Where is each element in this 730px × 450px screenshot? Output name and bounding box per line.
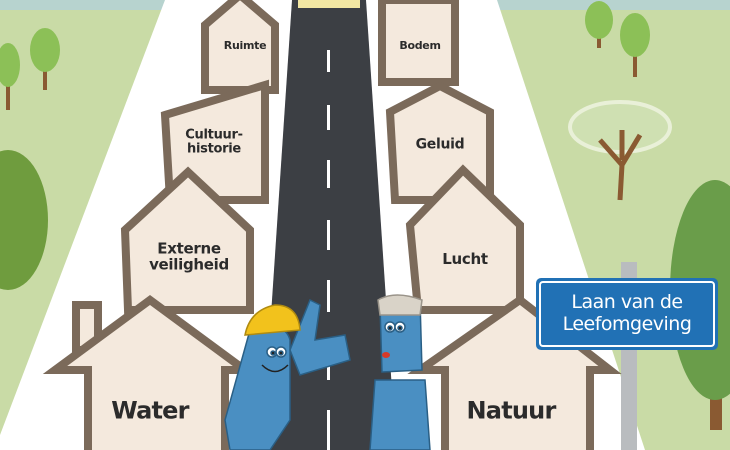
house-water xyxy=(42,295,258,450)
tree-icon xyxy=(30,28,60,90)
tree-icon xyxy=(585,1,613,48)
house-lucht xyxy=(405,164,524,314)
house-label-cultuurhistorie-line1: Cultuur- xyxy=(185,127,243,143)
house-label-externe-line2: veiligheid xyxy=(149,255,229,273)
street-sign-line1: Laan van de xyxy=(571,291,683,314)
house-ruimte xyxy=(201,0,279,94)
house-bodem xyxy=(378,0,459,86)
tree-icon xyxy=(0,43,20,110)
street-sign: Laan van de Leefomgeving xyxy=(536,278,718,350)
road-horizon xyxy=(298,0,360,8)
house-label-geluid: Geluid xyxy=(415,136,465,153)
character-man xyxy=(224,298,351,450)
house-label-cultuurhistorie: Cultuur- historie xyxy=(185,127,243,156)
house-label-externe-veiligheid: Externe veiligheid xyxy=(149,239,229,273)
street-sign-line2: Leefomgeving xyxy=(562,313,692,335)
house-label-ruimte: Ruimte xyxy=(223,39,267,53)
house-label-natuur: Natuur xyxy=(466,396,557,425)
tree-icon xyxy=(0,150,48,290)
house-label-externe-line1: Externe xyxy=(157,239,221,258)
house-label-bodem: Bodem xyxy=(399,39,441,53)
house-label-water: Water xyxy=(111,396,189,425)
house-label-lucht: Lucht xyxy=(442,250,488,269)
tree-icon xyxy=(620,13,650,77)
house-externe-veiligheid xyxy=(120,166,254,314)
tree-icon xyxy=(568,100,672,201)
house-label-cultuurhistorie-line2: historie xyxy=(187,141,241,156)
character-woman xyxy=(369,294,431,450)
